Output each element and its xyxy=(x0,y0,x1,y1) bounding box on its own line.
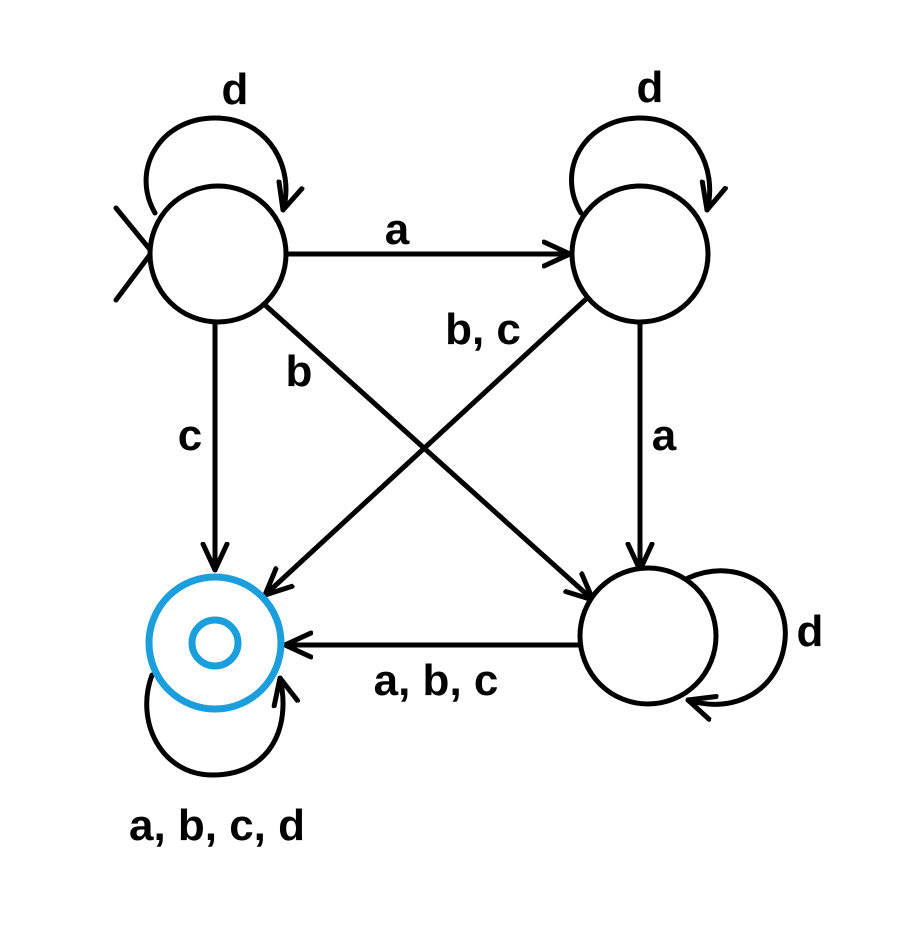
initial-state-marker xyxy=(113,205,155,303)
self-loop-bottom-left xyxy=(144,672,283,778)
label-top-left-to-bottom-left: c xyxy=(178,411,202,460)
accept-state-outer-ring xyxy=(145,573,285,713)
state-top-left xyxy=(147,183,289,325)
state-top-right xyxy=(569,183,711,325)
edge-top-left-to-bottom-right xyxy=(262,302,596,603)
label-self-loop-top-left: d xyxy=(222,65,249,114)
label-top-right-to-bottom-right: a xyxy=(652,411,677,460)
label-top-right-to-bottom-left: b, c xyxy=(445,305,521,354)
label-bottom-right-to-bottom-left: a, b, c xyxy=(374,656,499,705)
self-loop-bottom-right xyxy=(685,568,788,705)
label-self-loop-bottom-right: d xyxy=(797,607,824,656)
label-self-loop-top-right: d xyxy=(637,63,664,112)
label-top-left-to-top-right: a xyxy=(385,205,410,254)
edge-top-right-to-bottom-left xyxy=(262,297,588,598)
label-top-left-to-bottom-right: b xyxy=(286,347,313,396)
accept-state-inner-ring xyxy=(188,616,242,670)
self-loop-top-right xyxy=(569,115,710,216)
label-self-loop-bottom-left: a, b, c, d xyxy=(129,801,305,850)
self-loop-top-left xyxy=(143,115,286,216)
state-bottom-right xyxy=(577,565,719,707)
state-bottom-left-accepting xyxy=(145,573,285,713)
